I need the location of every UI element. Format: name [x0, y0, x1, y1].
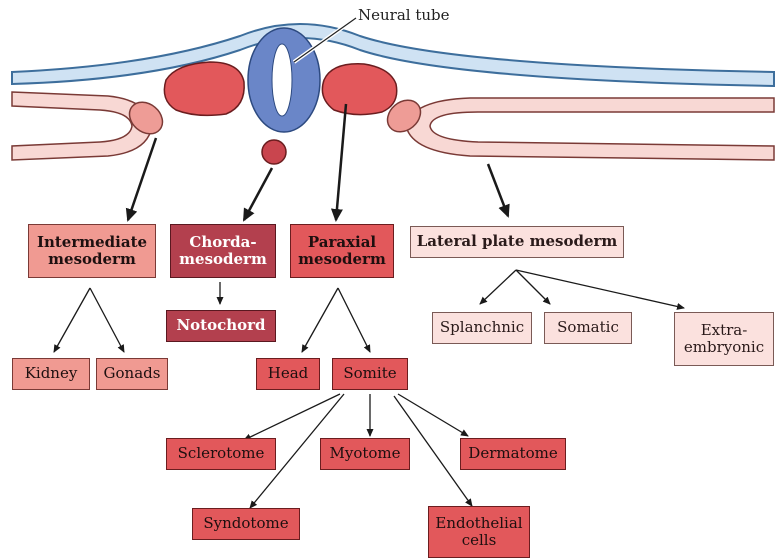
neural-tube-lumen: [272, 44, 292, 116]
arrow-to-somite: [338, 288, 370, 352]
neural-tube-label: Neural tube: [358, 6, 450, 24]
arrow-to-splanchnic: [480, 270, 516, 304]
arrow-to-lateral: [488, 164, 508, 216]
chordamesoderm-box: Chorda- mesoderm: [170, 224, 276, 278]
splanchnic-box: Splanchnic: [432, 312, 532, 344]
somite-box: Somite: [332, 358, 408, 390]
endothelial-cells-box: Endothelial cells: [428, 506, 530, 558]
arrow-to-somatic: [516, 270, 550, 304]
syndotome-box: Syndotome: [192, 508, 300, 540]
arrow-to-extra: [516, 270, 684, 308]
dermatome-box: Dermatome: [460, 438, 566, 470]
somatic-box: Somatic: [544, 312, 632, 344]
arrow-to-kidney: [54, 288, 90, 352]
notochord-tissue: [262, 140, 286, 164]
arrow-to-gonads: [90, 288, 124, 352]
ectoderm-band: [12, 24, 774, 86]
arrow-to-chorda: [244, 168, 272, 220]
lateral-plate-left: [12, 92, 152, 160]
sclerotome-box: Sclerotome: [166, 438, 276, 470]
arrow-to-paraxial: [336, 104, 346, 220]
head-box: Head: [256, 358, 320, 390]
arrow-to-dermatome: [398, 394, 468, 436]
paraxial-mesoderm-left: [164, 62, 244, 115]
intermediate-mesoderm-box: Intermediate mesoderm: [28, 224, 156, 278]
gonads-box: Gonads: [96, 358, 168, 390]
extra-embryonic-box: Extra- embryonic: [674, 312, 774, 366]
lateral-plate-mesoderm-box: Lateral plate mesoderm: [410, 226, 624, 258]
lateral-plate-right: [406, 98, 774, 160]
notochord-box: Notochord: [166, 310, 276, 342]
arrow-to-head: [302, 288, 338, 352]
myotome-box: Myotome: [320, 438, 410, 470]
kidney-box: Kidney: [12, 358, 90, 390]
paraxial-mesoderm-box: Paraxial mesoderm: [290, 224, 394, 278]
paraxial-mesoderm-right: [322, 64, 396, 115]
